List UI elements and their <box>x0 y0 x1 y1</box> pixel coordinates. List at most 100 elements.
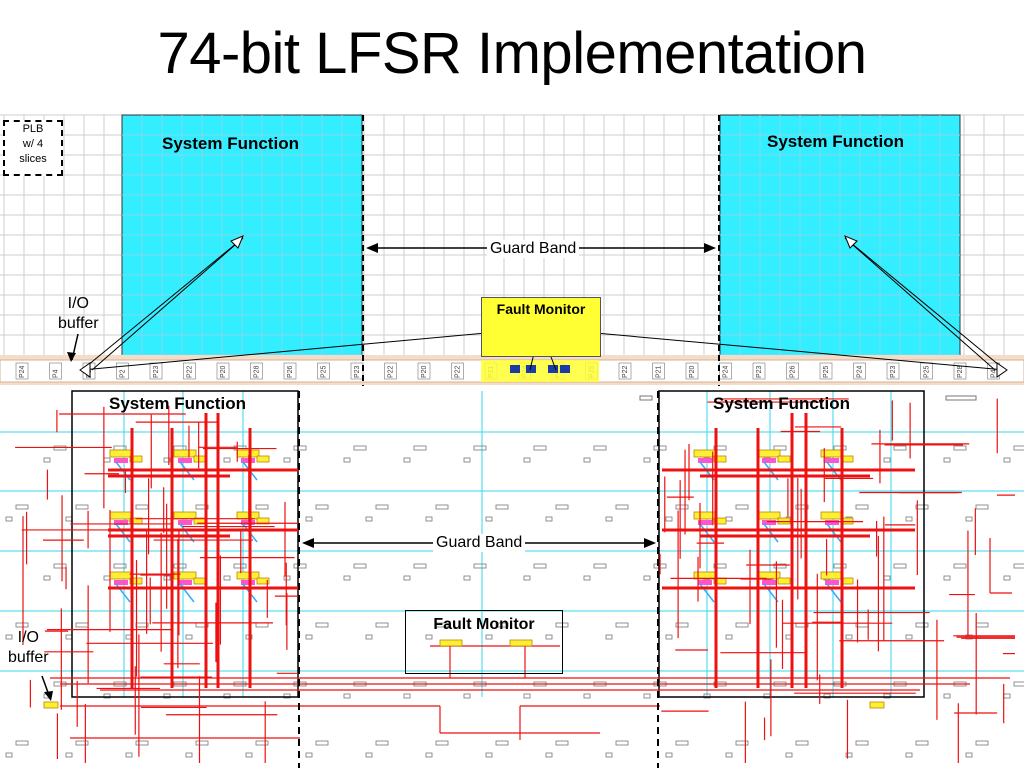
logic-slice <box>757 449 781 458</box>
io-pin-label: P22 <box>388 365 395 378</box>
logic-slice <box>114 580 128 585</box>
cell-marker <box>583 693 591 699</box>
fault-monitor-pin <box>560 365 570 373</box>
cell-marker <box>495 622 509 628</box>
connection-line <box>844 237 1006 371</box>
logic-slice <box>129 455 143 463</box>
io-pin <box>652 362 665 380</box>
cell-marker <box>773 563 787 569</box>
logic-slice <box>820 511 844 520</box>
io-pin-label: P26 <box>790 365 797 378</box>
cell-marker <box>315 504 329 510</box>
io-buffer-pointer-head <box>67 352 76 362</box>
cell-marker <box>1013 563 1024 569</box>
local-wire <box>826 523 842 543</box>
guard-band-label: Guard Band <box>487 240 580 258</box>
cell-marker <box>5 516 13 522</box>
logic-slice <box>173 571 197 580</box>
floorplan-canvas: P24P4P8P2P23P22P20P28P26P25P23P22P20P22P… <box>0 114 1024 386</box>
cell-marker <box>315 740 329 746</box>
system-function-box-right <box>658 390 925 698</box>
cell-marker <box>555 504 569 510</box>
io-pin-label: P4 <box>991 369 998 378</box>
cell-marker <box>103 693 111 699</box>
io-pin <box>886 362 900 380</box>
cell-marker <box>523 693 531 699</box>
io-buffer-label-line: buffer <box>58 315 99 332</box>
logic-slice <box>777 455 791 463</box>
connection-line <box>91 237 244 371</box>
logic-slice <box>236 571 260 580</box>
cell-marker <box>893 445 907 451</box>
cell-marker <box>773 445 787 451</box>
cell-marker <box>975 504 989 510</box>
floorplan-panel: P24P4P8P2P23P22P20P28P26P25P23P22P20P22P… <box>0 108 1024 386</box>
cell-marker <box>305 752 313 758</box>
cell-marker <box>75 622 89 628</box>
cell-marker <box>845 752 853 758</box>
io-buffer-label: I/O buffer <box>8 628 49 668</box>
cell-marker <box>365 516 373 522</box>
logic-slice <box>698 580 712 585</box>
cell-marker <box>653 445 667 451</box>
cell-marker <box>255 740 269 746</box>
cell-marker <box>735 740 749 746</box>
cell-marker <box>763 693 771 699</box>
local-wire <box>763 523 779 543</box>
io-pin <box>953 362 967 380</box>
io-pin-label: P23 <box>890 365 897 378</box>
logic-slice <box>825 580 839 585</box>
cell-marker <box>43 457 51 463</box>
cell-marker <box>293 445 307 451</box>
cell-marker <box>545 516 553 522</box>
fault-monitor-pin-area <box>481 360 599 382</box>
cell-marker <box>195 740 209 746</box>
cell-marker <box>615 622 629 628</box>
cell-marker <box>403 575 411 581</box>
cell-marker <box>403 457 411 463</box>
logic-slice <box>256 577 270 585</box>
logic-slice <box>109 571 133 580</box>
io-buffer-label-line: buffer <box>8 649 49 666</box>
io-pin <box>685 362 699 380</box>
cell-marker <box>223 457 231 463</box>
io-pin-label: P24 <box>19 365 26 378</box>
io-pin <box>15 362 29 380</box>
system-function-label-right: System Function <box>713 394 850 413</box>
cell-marker <box>15 740 29 746</box>
cell-marker <box>435 740 449 746</box>
logic-slice <box>713 517 727 525</box>
cell-marker <box>953 563 967 569</box>
cell-marker <box>703 693 711 699</box>
io-pin <box>49 362 62 380</box>
logic-slice <box>193 577 207 585</box>
cell-marker <box>735 504 749 510</box>
cell-marker <box>15 622 29 628</box>
cell-marker <box>163 457 171 463</box>
io-pin <box>853 362 866 380</box>
connection-line <box>844 237 996 371</box>
cell-marker <box>413 445 427 451</box>
cell-marker <box>675 504 689 510</box>
cell-marker <box>665 516 673 522</box>
logic-slice <box>439 639 463 647</box>
cell-marker <box>639 395 653 401</box>
region-grid-lines <box>122 115 960 357</box>
io-pin-label: P24 <box>723 365 730 378</box>
fault-monitor-label: Fault Monitor <box>496 301 586 317</box>
io-pin-label: P28 <box>957 365 964 378</box>
cell-marker <box>65 516 73 522</box>
cell-marker <box>463 693 471 699</box>
cell-marker <box>305 516 313 522</box>
plb-legend-box: PLB w/ 4 slices <box>3 120 63 176</box>
local-wire <box>179 523 195 543</box>
io-pin <box>417 362 431 380</box>
cell-marker <box>473 563 487 569</box>
fault-monitor-pin <box>510 365 520 373</box>
cell-marker <box>233 563 247 569</box>
cell-marker <box>605 752 613 758</box>
arrowhead <box>996 362 1008 378</box>
io-buffer <box>869 701 885 709</box>
cell-marker <box>833 445 847 451</box>
cell-marker <box>583 575 591 581</box>
